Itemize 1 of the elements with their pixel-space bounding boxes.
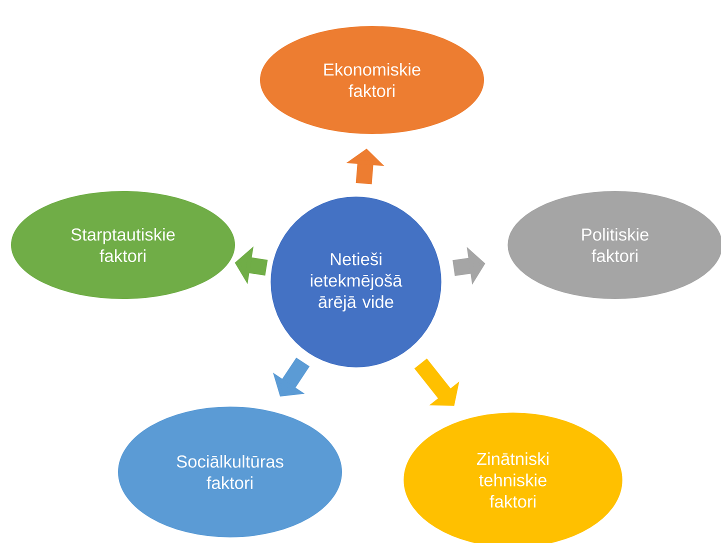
block-arrow [414,358,460,406]
